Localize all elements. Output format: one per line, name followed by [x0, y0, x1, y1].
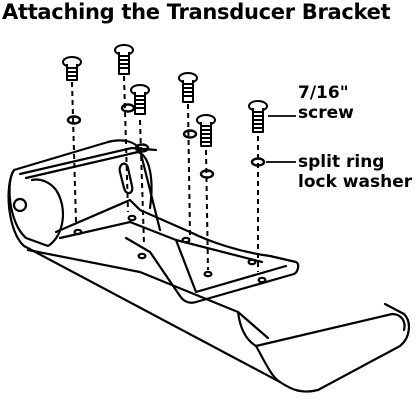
plate-hole [181, 236, 191, 244]
bracket-pivot-arm [8, 139, 162, 248]
screw-icon [178, 72, 198, 103]
bracket-base-plate [54, 198, 300, 304]
plate-hole [257, 276, 267, 284]
bracket-wall-slot [118, 162, 134, 195]
transducer-body-top-edge [26, 248, 270, 340]
alignment-line [123, 75, 129, 213]
plate-hole [203, 270, 213, 278]
plate-hole [127, 214, 137, 222]
screw-icon [248, 100, 268, 133]
lock-washer-icon [182, 129, 198, 139]
plate-hole [137, 252, 147, 260]
alignment-line [139, 119, 145, 245]
bracket-pivot-hole [12, 197, 28, 213]
lock-washer-icon [66, 115, 82, 125]
screw-icon [114, 44, 134, 75]
transducer-body-nose-lower [236, 310, 258, 348]
plate-hole [247, 258, 257, 266]
lock-washer-icon [120, 103, 136, 113]
washer-text: lock washer [298, 172, 413, 192]
plate-hole [73, 228, 83, 236]
lock-washer-icon [250, 157, 266, 167]
diagram-title: Attaching the Transducer Bracket [2, 0, 391, 24]
transducer-body-nose [254, 312, 406, 384]
bracket-plate-inner-edge [58, 220, 288, 294]
screw-text: screw [298, 103, 354, 123]
screw-size-text: 7/16" [298, 83, 349, 103]
washer-type-text: split ring [298, 152, 385, 172]
screw-icon [62, 56, 82, 81]
screw-icon [196, 114, 216, 147]
alignment-line [187, 103, 191, 237]
lock-washer-icon [199, 169, 215, 179]
lock-washer-icon [134, 143, 150, 153]
alignment-line [205, 149, 209, 271]
transducer-body [7, 168, 410, 393]
screw-label: 7/16" screw [298, 83, 354, 123]
washer-label: split ring lock washer [298, 152, 412, 192]
screw-icon [130, 84, 150, 115]
bracket-side-wall [18, 146, 158, 210]
